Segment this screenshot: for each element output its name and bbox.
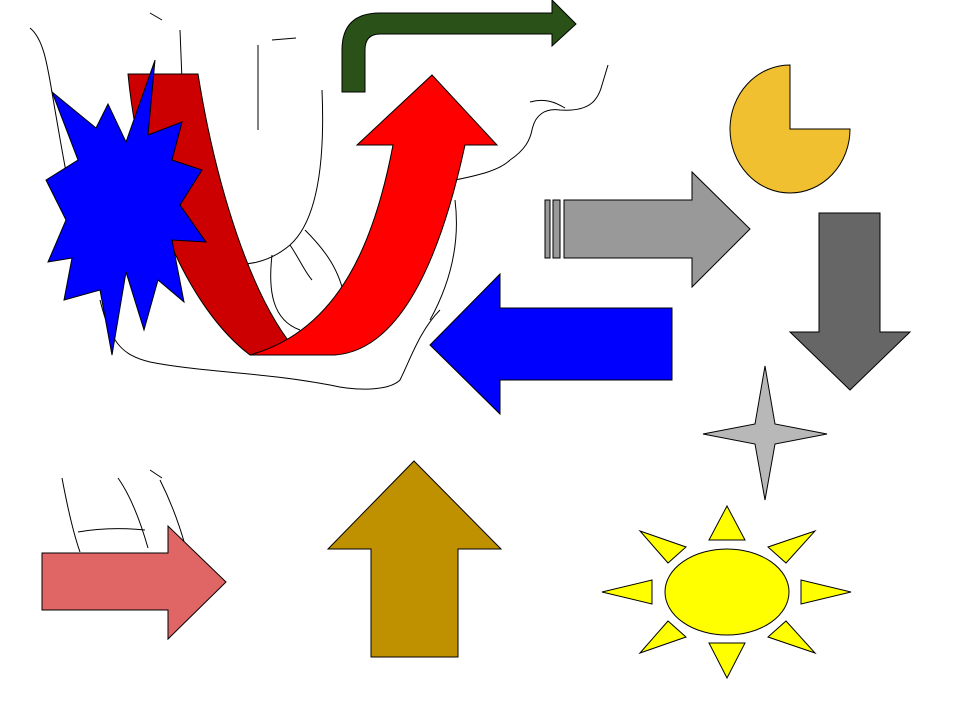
sun-ray xyxy=(638,620,687,655)
striped-right-arrow-icon[interactable] xyxy=(544,170,751,289)
sun-core xyxy=(664,548,790,636)
sun-ray xyxy=(767,529,817,564)
bent-up-right-arrow-icon[interactable] xyxy=(341,0,577,93)
explosion-burst-icon[interactable] xyxy=(45,59,208,356)
down-arrow-icon[interactable] xyxy=(788,212,912,391)
sun-ray xyxy=(767,620,817,655)
four-point-star-icon[interactable] xyxy=(702,365,828,501)
up-arrow-icon[interactable] xyxy=(326,460,503,658)
background-sketch xyxy=(29,12,609,553)
sun-icon[interactable] xyxy=(601,504,852,680)
sun-ray xyxy=(708,642,746,680)
sun-ray xyxy=(708,504,746,541)
pie-icon[interactable] xyxy=(729,64,851,194)
sun-ray xyxy=(601,579,653,605)
sun-ray xyxy=(638,529,687,564)
u-turn-arrow-front[interactable] xyxy=(249,74,499,356)
sun-ray xyxy=(800,579,852,605)
right-arrow-icon[interactable] xyxy=(41,524,227,641)
left-arrow-icon[interactable] xyxy=(429,272,673,416)
